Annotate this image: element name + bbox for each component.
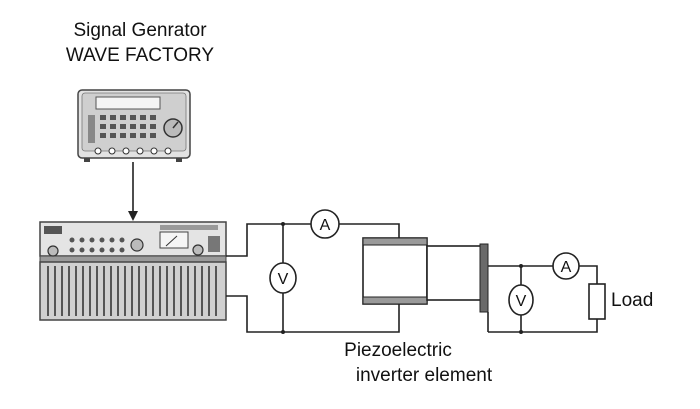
load-voltmeter-icon: V: [508, 284, 534, 316]
element-label-line2: inverter element: [356, 365, 493, 386]
signal-generator: [77, 89, 191, 162]
arrow-down-icon: [128, 211, 138, 221]
element-label-line1: Piezoelectric: [344, 340, 452, 361]
load-resistor-icon: [588, 283, 606, 320]
piezo-element: [362, 237, 489, 313]
ammeter-label: A: [320, 217, 331, 234]
generator-title-line2: WAVE FACTORY: [66, 45, 214, 66]
voltmeter-icon: V: [269, 262, 297, 294]
load-label: Load: [611, 290, 653, 311]
output-electrode: [479, 243, 489, 313]
power-amplifier: [39, 221, 227, 321]
load-voltmeter-label: V: [516, 293, 527, 310]
amplifier-meter: [159, 231, 189, 249]
generator-title-line1: Signal Genrator: [73, 20, 207, 41]
circuit-wires: [226, 223, 598, 333]
load-ammeter-label: A: [561, 259, 572, 276]
generator-display: [95, 96, 161, 110]
load-ammeter-icon: A: [552, 252, 580, 280]
ammeter-icon: A: [310, 209, 340, 239]
voltmeter-label: V: [278, 271, 289, 288]
